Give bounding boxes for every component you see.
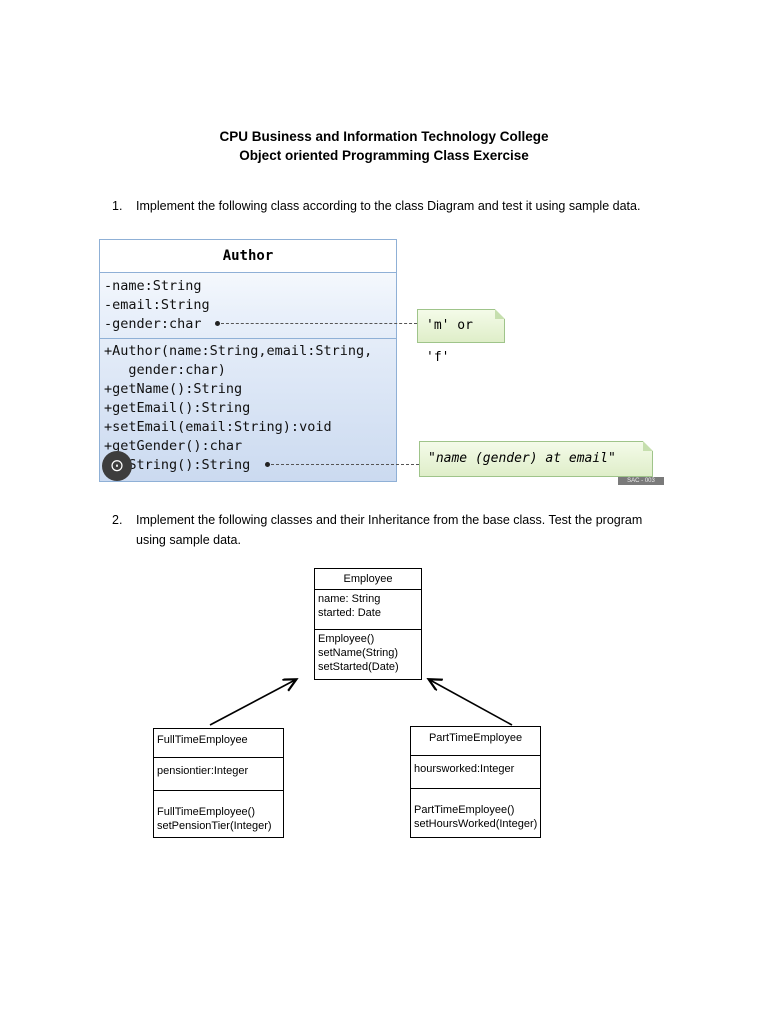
fulltime-attribute: pensiontier:Integer [157, 765, 249, 777]
tostring-note-text: "name (gender) at email" [428, 451, 616, 466]
employee-attribute: name: String [318, 593, 381, 605]
parttime-inheritance-arrow [430, 680, 513, 726]
author-attribute: -name:String [104, 278, 202, 294]
employee-class-box: Employee name: String started: Date Empl… [314, 568, 422, 680]
fulltime-class-name: FullTimeEmployee [154, 729, 283, 758]
employee-attributes: name: String started: Date [315, 590, 421, 630]
author-class-box: Author -name:String -email:String -gende… [99, 239, 397, 482]
author-methods: +Author(name:String,email:String, gender… [100, 339, 396, 475]
tostring-note: "name (gender) at email" [419, 441, 653, 477]
parttime-method: setHoursWorked(Integer) [414, 818, 538, 830]
employee-attribute: started: Date [318, 607, 381, 619]
fulltime-method: setPensionTier(Integer) [157, 820, 272, 832]
image-corner-tag: SAC - 003 [618, 477, 664, 485]
employee-method: Employee() [318, 633, 375, 645]
connector-dot [215, 321, 220, 326]
parttime-attribute: hoursworked:Integer [414, 763, 515, 775]
employee-method: setName(String) [318, 647, 399, 659]
author-method: +toString():String [104, 457, 251, 473]
document-subtitle: Object oriented Programming Class Exerci… [239, 148, 529, 163]
employee-class-name: Employee [315, 569, 421, 590]
fulltime-attributes: pensiontier:Integer [154, 758, 283, 791]
fulltime-class-box: FullTimeEmployee pensiontier:Integer Ful… [153, 728, 284, 838]
note-fold-corner [643, 441, 653, 451]
parttime-class-name: PartTimeEmployee [411, 727, 540, 756]
gender-note-text: 'm' or 'f' [426, 318, 473, 365]
author-method: +getGender():char [104, 438, 243, 454]
connector-dot [265, 462, 270, 467]
author-class-name: Author [100, 240, 396, 273]
author-method: +getName():String [104, 381, 243, 397]
author-method: +getEmail():String [104, 400, 251, 416]
fulltime-method: FullTimeEmployee() [157, 806, 256, 818]
document-title: CPU Business and Information Technology … [219, 129, 549, 144]
gender-note: 'm' or 'f' [417, 309, 505, 365]
task2-number: 2. [112, 513, 123, 527]
parttime-method: PartTimeEmployee() [414, 804, 515, 816]
parttime-class-box: PartTimeEmployee hoursworked:Integer Par… [410, 726, 541, 838]
task1-text: Implement the following class according … [136, 199, 641, 213]
author-method: +Author(name:String,email:String, [104, 343, 373, 359]
author-attribute: -gender:char [104, 316, 202, 332]
employee-method: setStarted(Date) [318, 661, 399, 673]
author-method: gender:char) [104, 362, 226, 378]
tostring-note-connector [271, 464, 419, 465]
task2-text: Implement the following classes and thei… [136, 513, 643, 547]
author-attributes: -name:String -email:String -gender:char [100, 273, 396, 339]
fulltime-methods: FullTimeEmployee() setPensionTier(Intege… [154, 791, 283, 835]
task1-number: 1. [112, 199, 123, 213]
parttime-attributes: hoursworked:Integer [411, 756, 540, 789]
author-attribute: -email:String [104, 297, 210, 313]
gender-note-connector [221, 323, 417, 324]
note-fold-corner [495, 309, 505, 319]
author-method: +setEmail(email:String):void [104, 419, 332, 435]
fulltime-inheritance-arrow [209, 680, 295, 726]
inheritance-arrows [209, 670, 513, 726]
lens-icon[interactable]: ⊙ [102, 451, 132, 481]
employee-methods: Employee() setName(String) setStarted(Da… [315, 630, 421, 676]
parttime-methods: PartTimeEmployee() setHoursWorked(Intege… [411, 789, 540, 833]
